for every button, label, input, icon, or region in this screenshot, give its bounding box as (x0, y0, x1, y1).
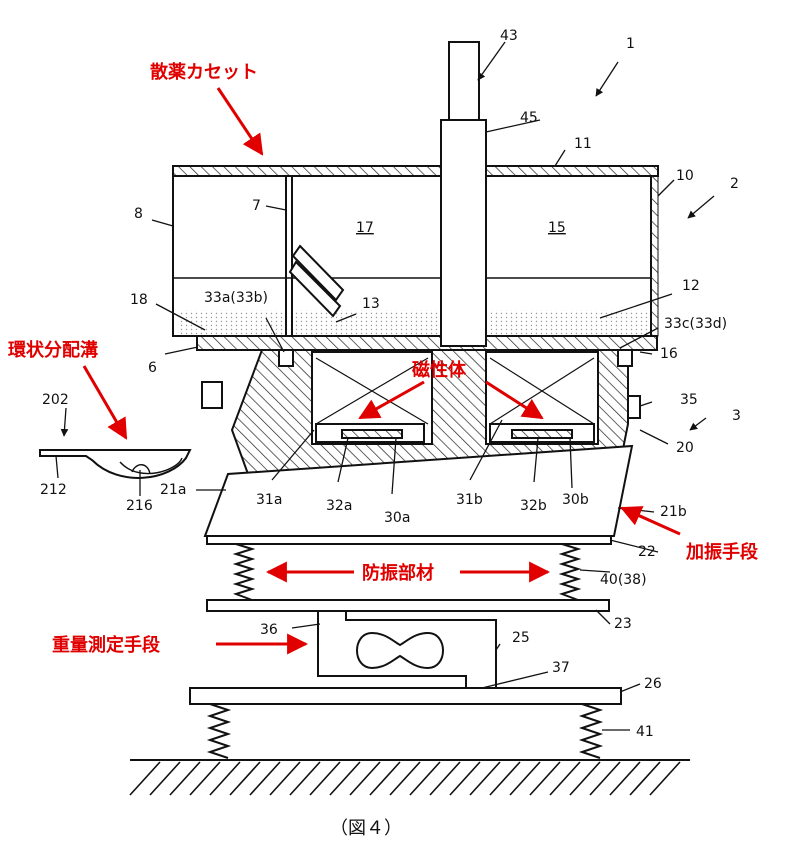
ref-7: 7 (252, 198, 261, 214)
ref-17: 17 (356, 220, 374, 236)
spring-bottom-left (206, 703, 232, 759)
ref-21b: 21b (660, 504, 687, 520)
ref-18: 18 (130, 292, 148, 308)
ref-15: 15 (548, 220, 566, 236)
floor (129, 759, 690, 796)
ref-30b: 30b (562, 492, 589, 508)
ref-202: 202 (42, 392, 69, 408)
plate-23 (206, 599, 610, 612)
label-annular-groove: 環状分配溝 (8, 339, 98, 361)
ref-25: 25 (512, 630, 530, 646)
ref-31a: 31a (256, 492, 282, 508)
red-arrows (82, 87, 681, 655)
ref-37: 37 (552, 660, 570, 676)
ref-31b: 31b (456, 492, 483, 508)
ref-16: 16 (660, 346, 678, 362)
ref-23: 23 (614, 616, 632, 632)
ref-32b: 32b (520, 498, 547, 514)
label-vibrating-means: 加振手段 (685, 541, 759, 563)
label-weighing-means: 重量測定手段 (52, 634, 161, 656)
ref-32a: 32a (326, 498, 352, 514)
ref-35: 35 (680, 392, 698, 408)
figure-caption: （図４） (330, 818, 402, 839)
ref-22: 22 (638, 544, 656, 560)
ref-13: 13 (362, 296, 380, 312)
side-window (201, 381, 223, 409)
label-magnetic-body: 磁性体 (412, 359, 467, 381)
ref-212: 212 (40, 482, 67, 498)
reference-numerals: 43 1 45 11 10 2 8 7 17 15 12 33a(33b) 18… (40, 28, 741, 740)
ref-40: 40(38) (600, 572, 647, 588)
base-plate-26 (189, 687, 622, 705)
ref-41: 41 (636, 724, 654, 740)
ref-21a: 21a (160, 482, 186, 498)
ref-3: 3 (732, 408, 741, 424)
label-vibration-isolator: 防振部材 (362, 562, 434, 584)
ref-20: 20 (676, 440, 694, 456)
ref-6: 6 (148, 360, 157, 376)
load-cell (317, 610, 497, 689)
ref-26: 26 (644, 676, 662, 692)
ref-11: 11 (574, 136, 592, 152)
ref-43: 43 (500, 28, 518, 44)
spring-bottom-right (578, 703, 604, 759)
spring-right (558, 543, 582, 601)
ref-36: 36 (260, 622, 278, 638)
drive-shaft (440, 41, 487, 347)
label-dispenser-cassette: 散薬カセット (150, 61, 258, 83)
ref-8: 8 (134, 206, 143, 222)
upper-plate-22 (206, 535, 612, 545)
ref-1: 1 (626, 36, 635, 52)
ref-33a: 33a(33b) (204, 290, 268, 306)
spring-left (232, 543, 256, 601)
vibration-unit (230, 349, 641, 475)
ref-216: 216 (126, 498, 153, 514)
ref-10: 10 (676, 168, 694, 184)
ref-33c: 33c(33d) (664, 316, 727, 332)
ref-45: 45 (520, 110, 538, 126)
ref-2: 2 (730, 176, 739, 192)
ref-12: 12 (682, 278, 700, 294)
drug-cassette (172, 165, 659, 351)
annular-groove-part (39, 449, 192, 479)
ref-30a: 30a (384, 510, 410, 526)
